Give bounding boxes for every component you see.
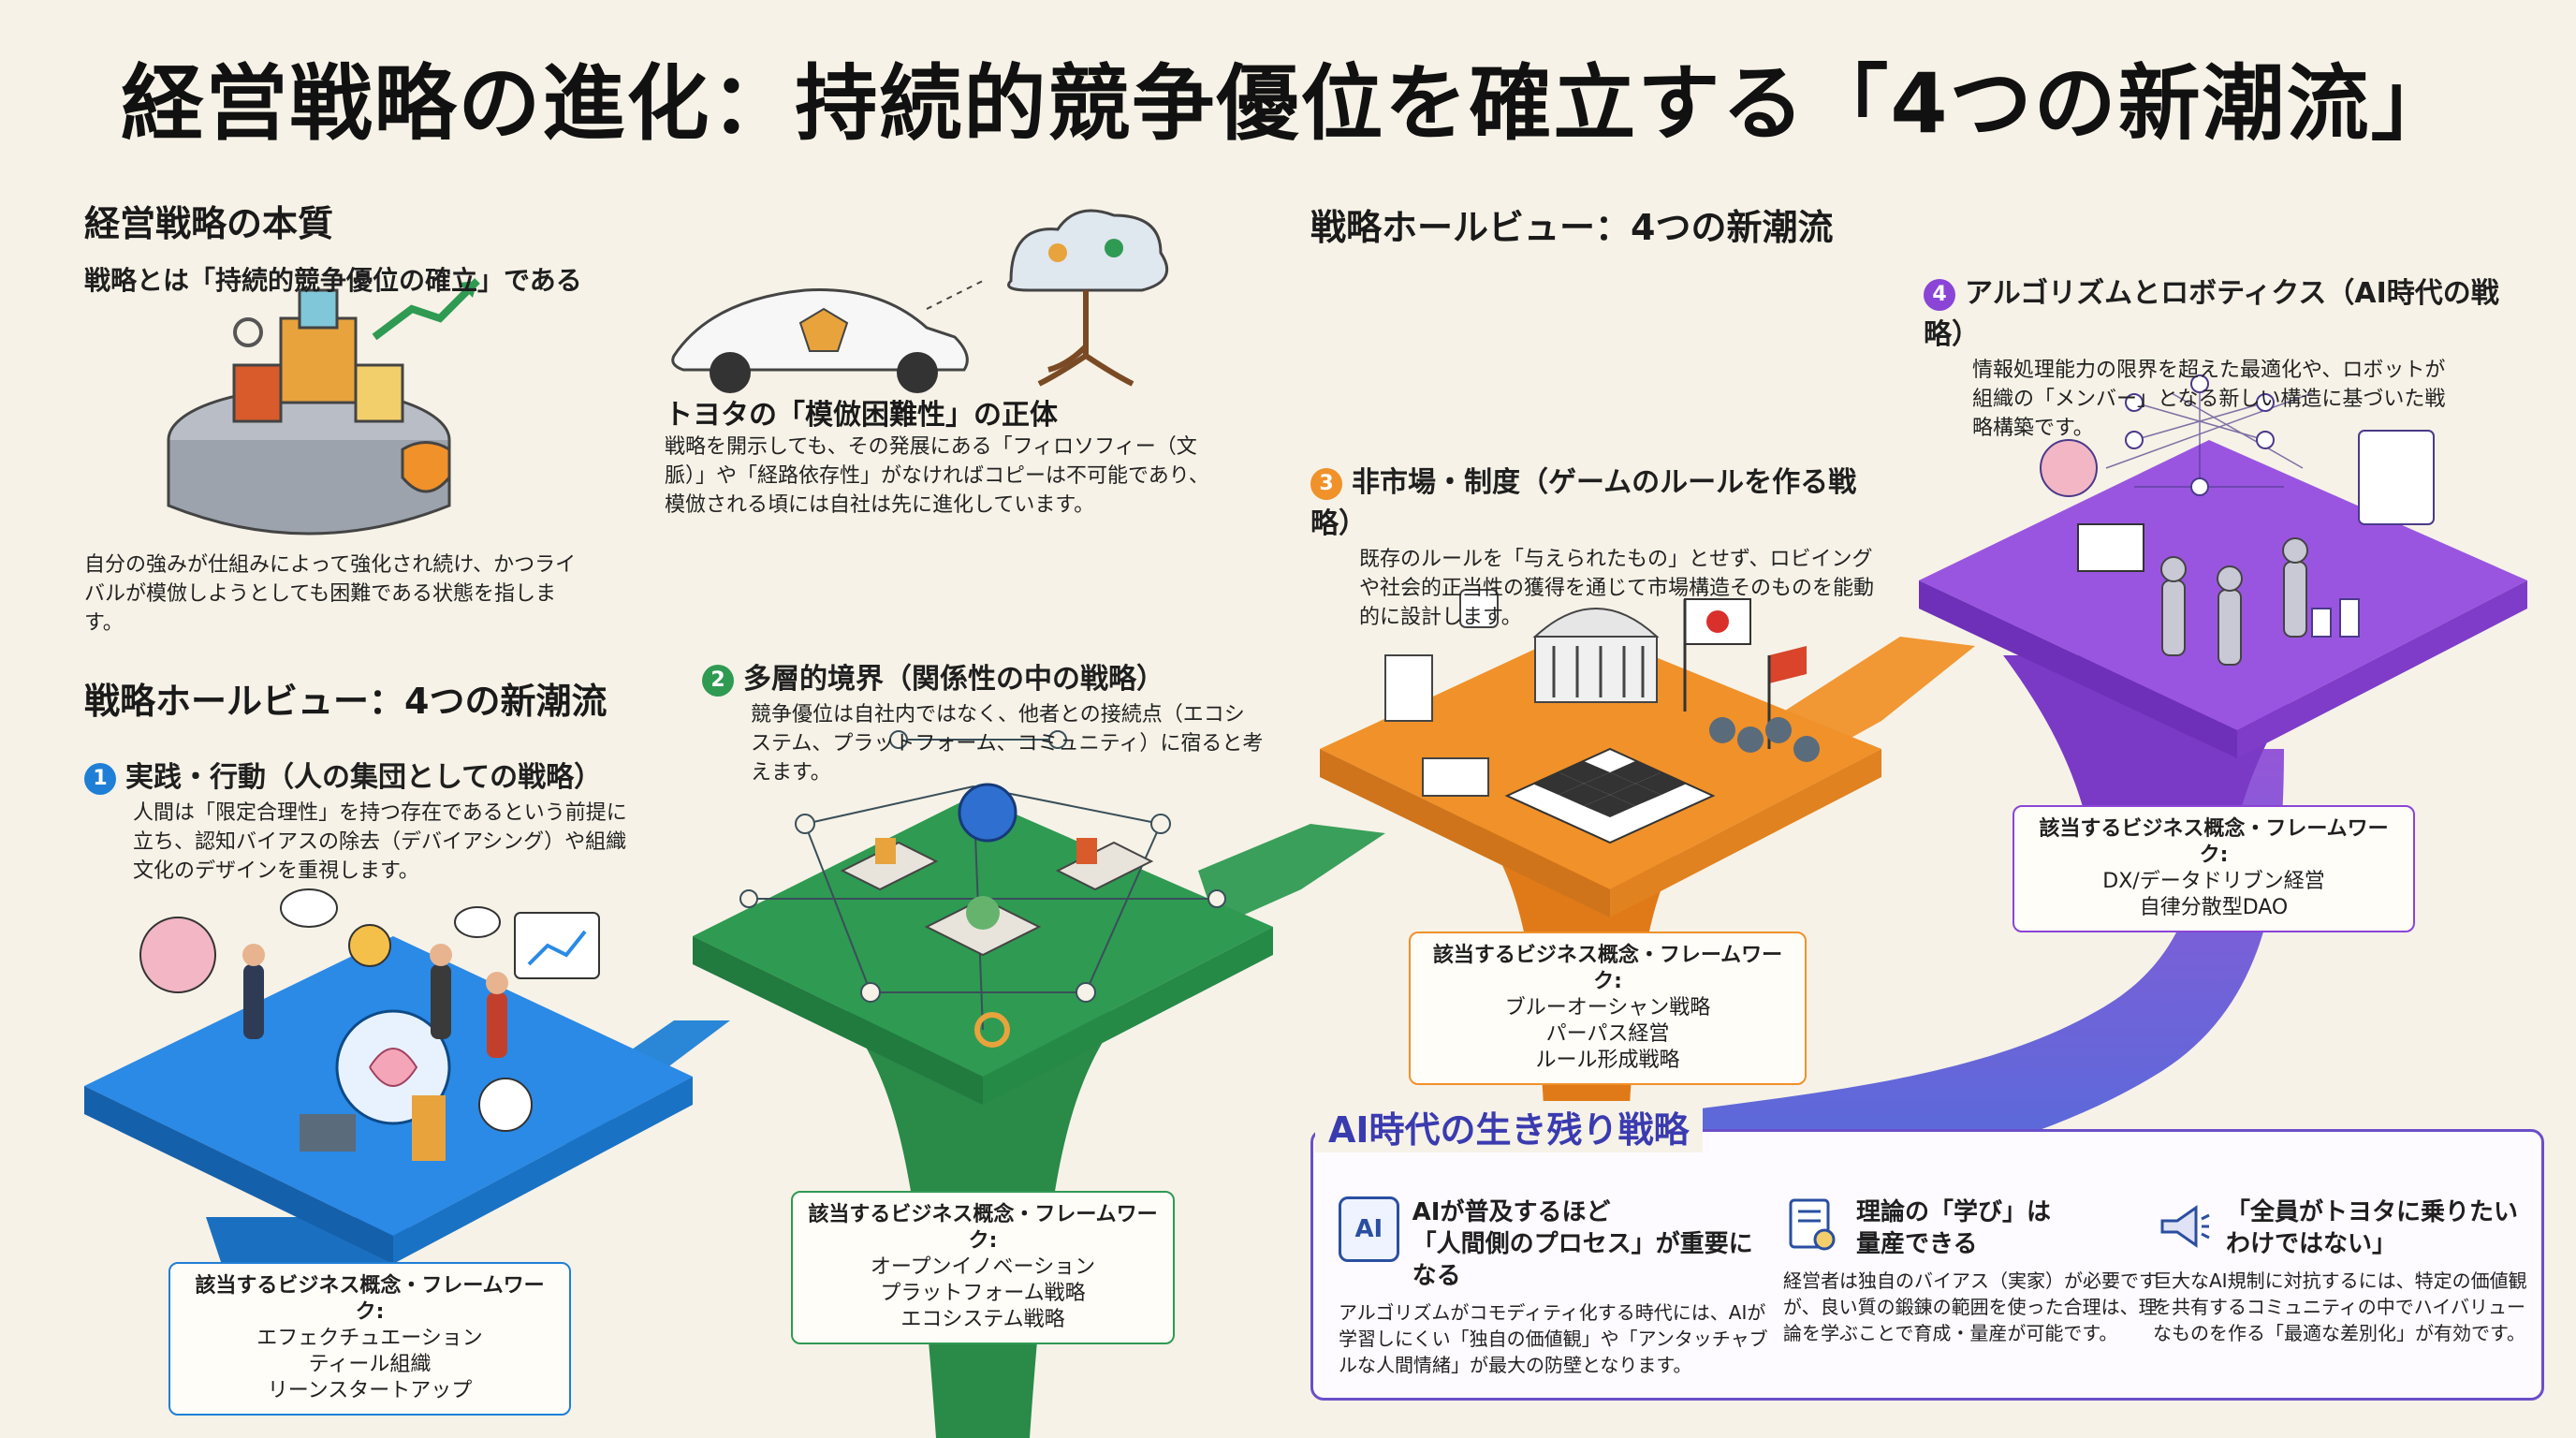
platform-2 (693, 730, 1273, 1105)
platform-3 (1320, 589, 1881, 917)
section-3-title: 非市場・制度（ゲームのルールを作る戦略） (1310, 466, 1857, 540)
section-2-framework-head: 該当するビジネス概念・フレームワーク: (808, 1203, 1158, 1253)
section-3-number: 3 (1310, 467, 1342, 500)
survival-card-theory: 理論の「学び」は 量産できる 経営者は独自のバイアス（実家）が必要ですが、良い質… (1783, 1196, 2167, 1346)
section-4-framework-head: 該当するビジネス概念・フレームワーク: (2039, 817, 2389, 867)
section-1-number: 1 (84, 762, 116, 795)
fortress-illustration (167, 278, 480, 536)
section-1-framework-box: 該当するビジネス概念・フレームワーク: エフェクチュエーション ティール組織 リ… (168, 1262, 571, 1416)
section-4-framework-item: 自律分散型DAO (2139, 896, 2289, 919)
section-1-title: 実践・行動（人の集団としての戦略） (125, 761, 603, 794)
section-3-framework-item: ルール形成戦略 (1535, 1049, 1680, 1072)
survival-heading: AI時代の生き残り戦略 (1315, 1101, 1703, 1152)
essence-subheading: 戦略とは「持続的競争優位の確立」である (84, 265, 582, 296)
section-2-framework-item: プラットフォーム戦略 (880, 1282, 1086, 1305)
survival-card-theory-body: 経営者は独自のバイアス（実家）が必要ですが、良い質の鍛錬の範囲を使った合理は、理… (1783, 1269, 2158, 1344)
survival-card-community-body: 巨大なAI規制に対抗するには、特定の価値観を共有するコミュニティの中でハイバリュ… (2153, 1269, 2527, 1344)
essence-body: 自分の強みが仕組みによって強化され続け、かつライバルが模倣しようとしても困難であ… (84, 553, 577, 635)
section-4-framework-box: 該当するビジネス概念・フレームワーク: DX/データドリブン経営 自律分散型DA… (2012, 805, 2415, 932)
survival-card-community-title-2: わけではない」 (2226, 1230, 2397, 1258)
section-4-title: アルゴリズムとロボティクス（AI時代の戦略） (1924, 277, 2499, 351)
page-title: 経営戦略の進化：持続的競争優位を確立する「4つの新潮流」 (121, 55, 2455, 152)
survival-card-theory-title-2: 量産できる (1856, 1230, 1978, 1258)
section-4-framework-item: DX/データドリブン経営 (2102, 870, 2325, 893)
section-2-body: 競争優位は自社内ではなく、他者との接続点（エコシステム、プラットフォーム、コミュ… (751, 703, 1264, 785)
section-1-framework-item: リーンスタートアップ (267, 1379, 473, 1402)
section-3-body: 既存のルールを「与えられたもの」とせず、ロビイングや社会的正当性の獲得を通じて市… (1359, 548, 1875, 629)
toyota-car-illustration (671, 209, 1169, 393)
section-1-framework-item: ティール組織 (308, 1353, 432, 1376)
section-3-framework-head: 該当するビジネス概念・フレームワーク: (1432, 944, 1783, 993)
section-2-framework-item: エコシステム戦略 (900, 1308, 1065, 1331)
survival-card-ai-title-1: AIが普及するほど (1412, 1198, 1611, 1226)
survival-card-community-title-1: 「全員がトヨタに乗りたい (2226, 1198, 2519, 1226)
survival-card-ai-body: アルゴリズムがコモディティ化する時代には、AIが学習しにくい「独自の価値観」や「… (1339, 1301, 1768, 1376)
section-4-number: 4 (1924, 278, 1955, 311)
section-2-framework-box: 該当するビジネス概念・フレームワーク: オープンイノベーション プラットフォーム… (791, 1191, 1175, 1344)
holoview-heading-left: 戦略ホールビュー：4つの新潮流 (84, 681, 607, 722)
section-1-framework-head: 該当するビジネス概念・フレームワーク: (195, 1274, 545, 1324)
section-1: 1 実践・行動（人の集団としての戦略） 人間は「限定合理性」を持つ存在であるという… (84, 754, 646, 886)
essence-heading: 経営戦略の本質 (84, 203, 334, 244)
survival-panel (1310, 1129, 2544, 1401)
section-2-title: 多層的境界（関係性の中の戦略） (743, 663, 1164, 696)
section-4-body: 情報処理能力の限界を超えた最適化や、ロボットが組織の「メンバー」となる新しい構造… (1972, 359, 2446, 440)
section-2-framework-item: オープンイノベーション (870, 1255, 1096, 1279)
toyota-heading: トヨタの「模倣困難性」の正体 (665, 399, 1058, 432)
arrow-green-to-orange (1198, 824, 1385, 927)
holoview-heading-right: 戦略ホールビュー：4つの新潮流 (1310, 207, 1834, 248)
section-1-body: 人間は「限定合理性」を持つ存在であるという前提に立ち、認知バイアスの除去（デバイ… (133, 801, 627, 883)
certificate-icon (1789, 1198, 1836, 1251)
toyota-body: 戦略を開示しても、その発展にある「フィロソフィー（文脈）」や「経路依存性」がなけ… (665, 435, 1209, 517)
section-2-number: 2 (702, 664, 734, 697)
megaphone-icon (2160, 1205, 2210, 1248)
ai-chip-icon: AI (1339, 1196, 1399, 1262)
section-1-framework-item: エフェクチュエーション (256, 1327, 483, 1350)
survival-card-theory-title-1: 理論の「学び」は (1856, 1198, 2052, 1226)
section-3-framework-item: ブルーオーシャン戦略 (1504, 996, 1711, 1020)
platform-1 (84, 888, 693, 1264)
survival-card-community: 「全員がトヨタに乗りたい わけではない」 巨大なAI規制に対抗するには、特定の価… (2153, 1196, 2527, 1346)
survival-card-ai: AI AIが普及するほど 「人間側のプロセス」が重要になる アルゴリズムがコモデ… (1339, 1196, 1769, 1378)
section-3-framework-item: パーパス経営 (1545, 1022, 1670, 1046)
section-3-framework-box: 該当するビジネス概念・フレームワーク: ブルーオーシャン戦略 パーパス経営 ルー… (1409, 932, 1807, 1085)
platform-4 (1919, 374, 2527, 758)
survival-card-ai-title-2: 「人間側のプロセス」が重要になる (1412, 1230, 1753, 1290)
section-2: 2 多層的境界（関係性の中の戦略） 競争優位は自社内ではなく、他者との接続点（エコ… (702, 655, 1264, 787)
